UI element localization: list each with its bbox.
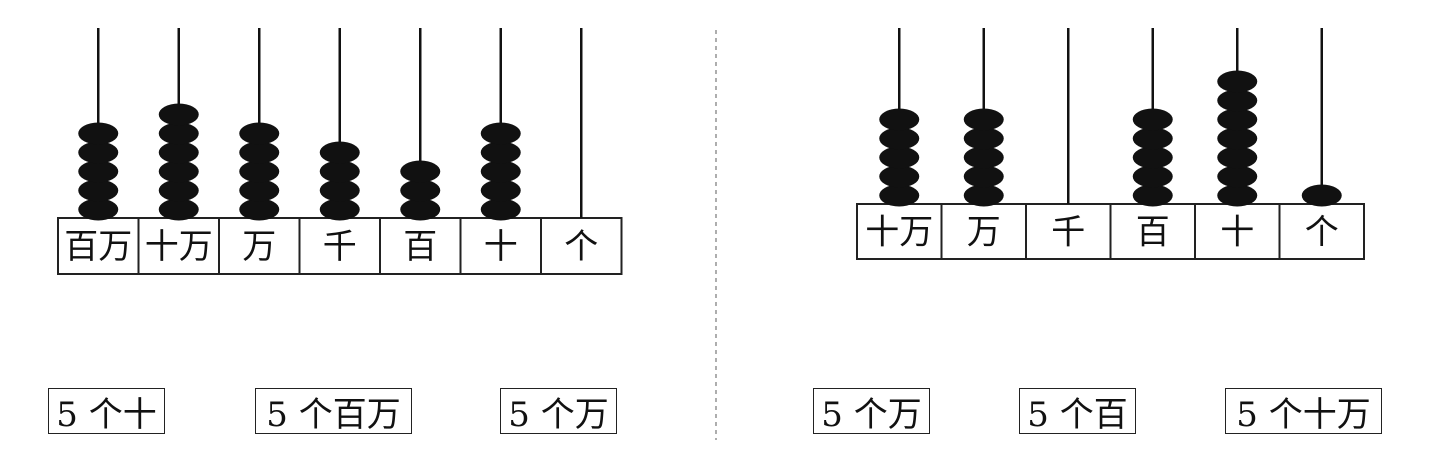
abacus-right-bead bbox=[964, 166, 1004, 188]
abacus-right-place-label: 千 bbox=[1051, 213, 1085, 253]
abacus-right-bead bbox=[1302, 185, 1342, 207]
abacus-right-bead bbox=[1217, 185, 1257, 207]
abacus-left-place-label: 万 bbox=[242, 227, 276, 267]
abacus-left-bead bbox=[159, 180, 199, 202]
abacus-right-bead bbox=[964, 147, 1004, 169]
abacus-right-bead bbox=[879, 185, 919, 207]
abacus-left-place-label: 千 bbox=[323, 227, 357, 267]
answer-box-left-3[interactable]: 5 个万 bbox=[500, 388, 617, 434]
abacus-right-bead bbox=[1217, 109, 1257, 131]
abacus-left-bead bbox=[481, 161, 521, 183]
abacus-left-place-label: 百万 bbox=[64, 227, 132, 267]
abacus-left-place-label: 个 bbox=[564, 227, 598, 267]
abacus-right-place-label: 百 bbox=[1136, 213, 1170, 253]
abacus-left-bead bbox=[239, 180, 279, 202]
abacus-left-bead bbox=[481, 142, 521, 164]
abacus-right-place-label: 万 bbox=[967, 213, 1001, 253]
abacus-right-bead bbox=[879, 128, 919, 150]
abacus-left-bead bbox=[239, 123, 279, 145]
abacus-left-bead bbox=[239, 199, 279, 221]
abacus-right-place-label: 个 bbox=[1305, 213, 1339, 253]
abacus-right-bead bbox=[1217, 166, 1257, 188]
abacus-left-bead bbox=[239, 142, 279, 164]
abacus-right-place-label: 十万 bbox=[865, 213, 933, 253]
answer-box-right-2[interactable]: 5 个百 bbox=[1019, 388, 1136, 434]
abacus-left-bead bbox=[78, 199, 118, 221]
abacus-left-bead bbox=[481, 123, 521, 145]
abacus-right-bead bbox=[964, 109, 1004, 131]
abacus-right-bead bbox=[879, 166, 919, 188]
abacus-left: 百万十万万 千 百 十 个 bbox=[58, 28, 622, 274]
abacus-right: 十万万 千 百 十 个 bbox=[857, 28, 1364, 259]
abacus-right-bead bbox=[1133, 166, 1173, 188]
abacus-left-place-label: 十 bbox=[484, 227, 518, 267]
abacus-right-bead bbox=[1217, 147, 1257, 169]
abacus-left-bead bbox=[320, 180, 360, 202]
abacus-left-bead bbox=[320, 142, 360, 164]
abacus-left-bead bbox=[159, 199, 199, 221]
answer-box-left-2[interactable]: 5 个百万 bbox=[255, 388, 412, 434]
abacus-right-bead bbox=[964, 128, 1004, 150]
abacus-left-bead bbox=[78, 142, 118, 164]
abacus-left-bead bbox=[400, 180, 440, 202]
abacus-right-place-label: 十 bbox=[1220, 213, 1254, 253]
abacus-right-bead bbox=[1133, 147, 1173, 169]
abacus-left-bead bbox=[78, 123, 118, 145]
abacus-left-place-label: 百 bbox=[403, 227, 437, 267]
abacus-right-bead bbox=[1133, 109, 1173, 131]
abacus-left-bead bbox=[159, 142, 199, 164]
abacus-left-bead bbox=[481, 199, 521, 221]
abacus-left-bead bbox=[78, 180, 118, 202]
abacus-right-bead bbox=[1133, 128, 1173, 150]
abacus-left-bead bbox=[320, 161, 360, 183]
abacus-right-bead bbox=[964, 185, 1004, 207]
abacus-left-bead bbox=[159, 123, 199, 145]
abacus-left-place-label: 十万 bbox=[145, 227, 213, 267]
abacus-right-bead bbox=[1217, 71, 1257, 93]
abacus-right-bead bbox=[1133, 185, 1173, 207]
abacus-left-bead bbox=[159, 161, 199, 183]
abacus-right-bead bbox=[1217, 90, 1257, 112]
answer-box-left-1[interactable]: 5 个十 bbox=[48, 388, 165, 434]
abacus-left-bead bbox=[400, 199, 440, 221]
answer-box-right-1[interactable]: 5 个万 bbox=[813, 388, 930, 434]
abacus-right-bead bbox=[879, 147, 919, 169]
answer-box-right-3[interactable]: 5 个十万 bbox=[1225, 388, 1382, 434]
abacus-left-bead bbox=[320, 199, 360, 221]
abacus-right-bead bbox=[879, 109, 919, 131]
abacus-left-bead bbox=[400, 161, 440, 183]
abacus-left-bead bbox=[239, 161, 279, 183]
abacus-left-bead bbox=[481, 180, 521, 202]
abacus-left-bead bbox=[78, 161, 118, 183]
abacus-right-bead bbox=[1217, 128, 1257, 150]
abacus-left-bead bbox=[159, 104, 199, 126]
